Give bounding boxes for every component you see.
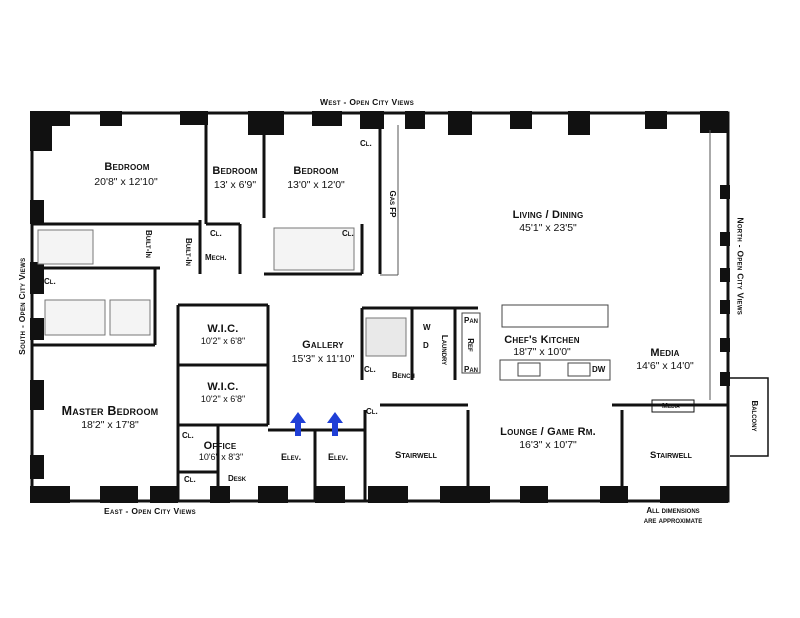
media-room-dim: 14'6" x 14'0" <box>636 360 694 372</box>
gas-fp-label: Gas FP <box>388 190 397 218</box>
media-unit-label: Media <box>662 403 680 410</box>
closet-label-office-top: Cl. <box>182 431 194 440</box>
kitchen-fixtures <box>461 304 611 381</box>
mech-label: Mech. <box>205 253 227 262</box>
chefs-kitchen-dim: 18'7" x 10'0" <box>513 346 571 358</box>
bathroom-fixtures <box>37 227 407 357</box>
office-name: Office <box>203 440 237 452</box>
closet-label-elev: Cl. <box>366 407 378 416</box>
closet-label-bath: Cl. <box>342 229 354 238</box>
wic-2-name: W.I.C. <box>207 381 239 393</box>
bedroom-2-name: Bedroom <box>212 165 258 177</box>
elevator-arrows <box>290 412 343 436</box>
closet-label-master: Cl. <box>44 277 56 286</box>
stairwell-2-label: Stairwell <box>650 450 692 461</box>
dimensions-note-line2: are approximate <box>643 515 703 525</box>
balcony-label: Balcony <box>750 400 759 432</box>
north-view-label: North - Open City Views <box>735 217 746 316</box>
dimensions-note-line1: All dimensions <box>646 506 700 515</box>
east-view-label: East - Open City Views <box>104 506 196 516</box>
bedroom-3-dim: 13'0" x 12'0" <box>287 179 345 191</box>
wic-1-name: W.I.C. <box>207 323 239 335</box>
ref-label: Ref <box>466 338 475 352</box>
master-bedroom-dim: 18'2" x 17'8" <box>81 419 139 431</box>
built-in-label-2: Built-In <box>184 238 193 266</box>
dimensions-note: All dimensions are approximate <box>628 506 718 525</box>
gallery-dim: 15'3" x 11'10" <box>291 353 355 365</box>
bench-label: Bench <box>392 371 415 380</box>
office-dim: 10'6" x 8'3" <box>198 452 244 462</box>
south-view-label: South - Open City Views <box>16 257 27 355</box>
west-view-label: West - Open City Views <box>320 97 414 107</box>
media-room-name: Media <box>650 347 680 359</box>
elevator-1-label: Elev. <box>281 452 302 462</box>
elevator-2-label: Elev. <box>328 452 349 462</box>
living-dining-dim: 45'1" x 23'5" <box>519 222 577 234</box>
chefs-kitchen-name: Chef's Kitchen <box>504 334 580 346</box>
desk-label: Desk <box>228 474 247 483</box>
dishwasher-label: DW <box>592 365 606 374</box>
bedroom-2-dim: 13' x 6'9" <box>213 179 257 191</box>
lounge-game-room-name: Lounge / Game Rm. <box>500 426 596 438</box>
thin-walls <box>380 125 711 400</box>
lounge-game-room-dim: 16'3" x 10'7" <box>519 439 577 451</box>
master-bedroom-name: Master Bedroom <box>61 404 159 418</box>
gallery-name: Gallery <box>302 339 344 351</box>
bedroom-1-dim: 20'8" x 12'10" <box>94 176 158 188</box>
dryer-label: D <box>423 341 429 350</box>
washer-label: W <box>423 323 431 332</box>
closet-label-bedroom3: Cl. <box>360 139 372 148</box>
exterior-piers <box>30 111 730 503</box>
balcony-area <box>651 377 769 457</box>
closet-label-gallery: Cl. <box>364 365 376 374</box>
pantry-label-bottom: Pan <box>464 365 479 374</box>
closet-label-office: Cl. <box>184 475 196 484</box>
living-dining-name: Living / Dining <box>512 209 584 221</box>
bedroom-3-name: Bedroom <box>293 165 339 177</box>
stairwell-1-label: Stairwell <box>395 450 437 461</box>
built-in-label-1: Built-In <box>144 230 153 258</box>
wic-2-dim: 10'2" x 6'8" <box>200 394 246 404</box>
interior-walls <box>32 118 728 500</box>
pantry-label-top: Pan <box>464 316 479 325</box>
closet-label-bedroom2: Cl. <box>210 229 222 238</box>
wic-1-dim: 10'2" x 6'8" <box>200 336 246 346</box>
bedroom-1-name: Bedroom <box>104 161 150 173</box>
laundry-label: Laundry <box>440 334 449 366</box>
